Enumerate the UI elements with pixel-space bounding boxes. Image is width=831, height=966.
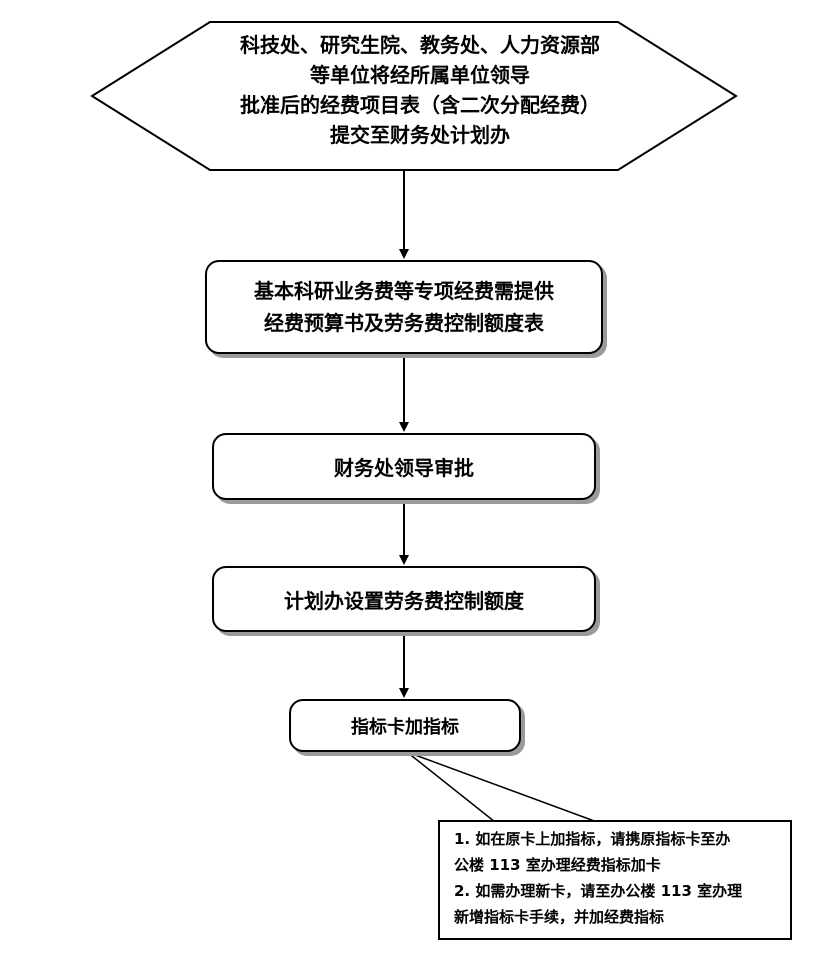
step1-line-2: 经费预算书及劳务费控制额度表 xyxy=(264,311,544,335)
step2-label: 财务处领导审批 xyxy=(334,456,474,480)
note-line-3: 2. 如需办理新卡，请至办公楼 113 室办理 xyxy=(454,882,743,900)
start-line-1: 科技处、研究生院、教务处、人力资源部 xyxy=(240,33,600,57)
note-line-1: 1. 如在原卡上加指标，请携原指标卡至办 xyxy=(454,830,731,848)
step3-label: 计划办设置劳务费控制额度 xyxy=(284,588,524,613)
step4-label: 指标卡加指标 xyxy=(351,716,459,738)
note-box: 1. 如在原卡上加指标，请携原指标卡至办 公楼 113 室办理经费指标加卡 2.… xyxy=(438,820,792,940)
step1-line-1: 基本科研业务费等专项经费需提供 xyxy=(254,279,554,303)
note-line-4: 新增指标卡手续，并加经费指标 xyxy=(454,908,665,926)
start-hexagon xyxy=(90,21,738,171)
start-line-2: 等单位将经所属单位领导 xyxy=(310,63,530,87)
step3-box: 计划办设置劳务费控制额度 xyxy=(212,566,596,632)
start-line-3: 批准后的经费项目表（含二次分配经费） xyxy=(240,93,600,117)
step1-box: 基本科研业务费等专项经费需提供 经费预算书及劳务费控制额度表 xyxy=(205,260,603,354)
start-node-text: 科技处、研究生院、教务处、人力资源部 等单位将经所属单位领导 批准后的经费项目表… xyxy=(150,30,690,150)
note-line-2: 公楼 113 室办理经费指标加卡 xyxy=(454,856,661,874)
step4-box: 指标卡加指标 xyxy=(289,699,521,752)
start-line-4: 提交至财务处计划办 xyxy=(330,123,510,147)
step2-box: 财务处领导审批 xyxy=(212,433,596,500)
